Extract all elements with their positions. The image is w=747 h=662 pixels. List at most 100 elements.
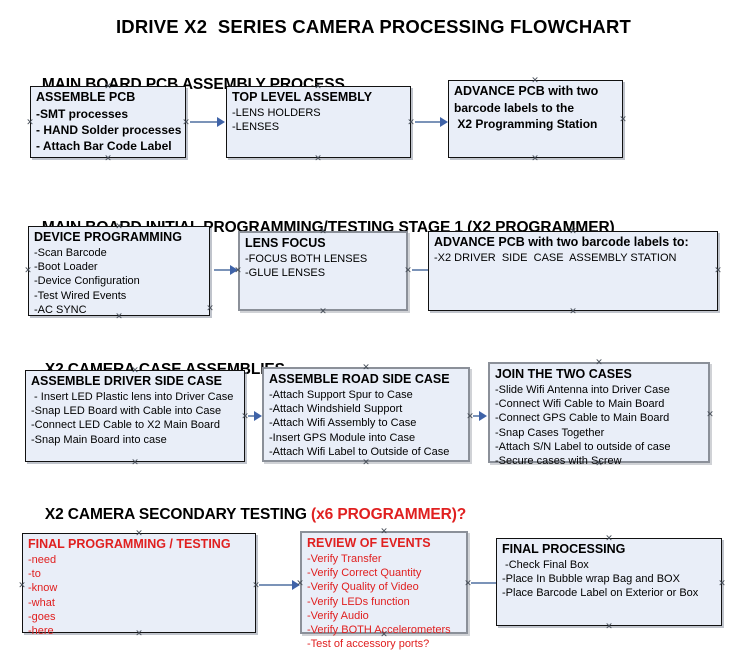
flow-node-final-programming-testing[interactable]: FINAL PROGRAMMING / TESTING -need -to -k… [22,533,256,637]
selection-handle-icon[interactable] [115,312,124,321]
flow-node-assemble-road-side-case[interactable]: ASSEMBLE ROAD SIDE CASE -Attach Support … [262,367,470,462]
flow-node-line: -know [28,582,58,595]
flow-node-line: -goes [28,610,56,623]
flow-node-title: ASSEMBLE DRIVER SIDE CASE [31,374,223,388]
arrow-shaft [259,584,292,586]
flow-node-line: -Check Final Box [502,559,589,571]
selection-handle-icon[interactable] [718,579,727,588]
arrow-head-icon [440,117,448,127]
flow-node-title: JOIN THE TWO CASES [495,367,632,381]
selection-handle-icon[interactable] [595,358,604,367]
flow-node-line: -SMT processes [36,107,129,121]
selection-handle-icon[interactable] [362,458,371,467]
selection-handle-icon[interactable] [380,630,389,639]
selection-handle-icon[interactable] [131,458,140,467]
flow-node-line: -Test Wired Events [34,289,127,302]
selection-handle-icon[interactable] [206,304,215,313]
selection-handle-icon[interactable] [605,622,614,631]
flow-node-line: -Boot Loader [34,261,98,274]
selection-handle-icon[interactable] [404,266,413,275]
selection-handle-icon[interactable] [466,412,475,421]
selection-handle-icon[interactable] [18,581,27,590]
arrow-head-icon [479,411,487,421]
flow-node-line: -Slide Wifi Antenna into Driver Case [495,384,670,396]
flow-node-line: -Attach S/N Label to outside of case [495,440,671,453]
selection-handle-icon[interactable] [362,363,371,372]
flow-node-line: -FOCUS BOTH LENSES [245,253,368,265]
flow-node-line: -Place In Bubble wrap Bag and BOX [502,573,680,586]
selection-handle-icon[interactable] [380,527,389,536]
flow-node-line: -Snap LED Board with Cable into Case [31,405,222,418]
arrow-shaft [415,121,440,123]
selection-handle-icon[interactable] [131,366,140,375]
flow-node-line: -to [28,568,41,581]
selection-handle-icon[interactable] [605,534,614,543]
selection-handle-icon[interactable] [531,76,540,85]
section-heading-text: X2 CAMERA SECONDARY TESTING [44,506,312,523]
flow-node-line: -Verify Audio [307,609,369,622]
flow-node-top-level-assembly[interactable]: TOP LEVEL ASSEMBLY -LENS HOLDERS -LENSES [226,86,411,158]
flow-node-title: ADVANCE PCB with two [454,84,599,98]
flow-node-lens-focus[interactable]: LENS FOCUS -FOCUS BOTH LENSES -GLUE LENS… [238,231,408,311]
arrow-head-icon [254,411,262,421]
selection-handle-icon[interactable] [595,459,604,468]
selection-handle-icon[interactable] [24,266,33,275]
selection-handle-icon[interactable] [104,154,113,163]
arrow-shaft [190,121,217,123]
selection-handle-icon[interactable] [26,118,35,127]
flow-node-line: -Verify Transfer [307,553,382,565]
arrow-road-side-to-join-cases [473,411,487,421]
selection-handle-icon[interactable] [252,581,261,590]
selection-handle-icon[interactable] [135,529,144,538]
selection-handle-icon[interactable] [241,412,250,421]
selection-handle-icon[interactable] [115,222,124,231]
selection-handle-icon[interactable] [531,154,540,163]
selection-handle-icon[interactable] [464,579,473,588]
selection-handle-icon[interactable] [706,410,715,419]
flow-node-advance-pcb-to-driver-side-case-assembly[interactable]: ADVANCE PCB with two barcode labels to: … [428,231,718,311]
flow-node-line: -Place Barcode Label on Exterior or Box [502,587,699,600]
selection-handle-icon[interactable] [104,82,113,91]
flow-node-line: -Verify Correct Quantity [307,567,422,580]
flow-node-line: -Attach Wifi Assembly to Case [269,417,417,430]
flow-node-line: -Attach Wifi Label to Outside of Case [269,445,450,458]
selection-handle-icon[interactable] [135,629,144,638]
selection-handle-icon[interactable] [569,307,578,316]
flow-node-title: DEVICE PROGRAMMING [34,230,182,244]
flow-node-assemble-driver-side-case[interactable]: ASSEMBLE DRIVER SIDE CASE - Insert LED P… [25,370,245,462]
selection-handle-icon[interactable] [234,266,243,275]
selection-handle-icon[interactable] [407,118,416,127]
flow-node-advance-pcb-to-x2-programming-station[interactable]: ADVANCE PCB with two barcode labels to t… [448,80,623,158]
flow-node-final-processing[interactable]: FINAL PROCESSING -Check Final Box -Place… [496,538,722,626]
flow-node-assemble-pcb[interactable]: ASSEMBLE PCB -SMT processes - HAND Solde… [30,86,186,158]
selection-handle-icon[interactable] [569,227,578,236]
flow-node-line: -Device Configuration [34,275,140,288]
flow-node-line: -Verify Quality of Video [307,581,419,594]
flow-node-line: -Test of accessory ports? [307,638,430,651]
flow-node-title: ASSEMBLE ROAD SIDE CASE [269,372,450,386]
flow-node-line: - Attach Bar Code Label [36,139,172,153]
flow-node-line: -Verify BOTH Accelerometers [307,624,451,637]
selection-handle-icon[interactable] [314,82,323,91]
flow-node-line: -Attach Support Spur to Case [269,389,413,401]
selection-handle-icon[interactable] [182,118,191,127]
flow-node-join-the-two-cases[interactable]: JOIN THE TWO CASES -Slide Wifi Antenna i… [488,362,710,467]
flow-node-device-programming[interactable]: DEVICE PROGRAMMING -Scan Barcode -Boot L… [28,226,210,316]
flow-node-review-of-events[interactable]: REVIEW OF EVENTS -Verify Transfer -Verif… [300,531,468,650]
flow-node-line: -Snap Main Board into case [31,433,167,446]
flow-node-line: barcode labels to the [454,101,575,115]
arrow-top-level-assembly-to-advance-pcb [415,117,448,127]
flow-node-line: -AC SYNC [34,303,87,316]
selection-handle-icon[interactable] [319,227,328,236]
selection-handle-icon[interactable] [714,266,723,275]
flow-node-line: -Verify LEDs function [307,595,410,608]
selection-handle-icon[interactable] [319,307,328,316]
selection-handle-icon[interactable] [296,579,305,588]
flow-node-line: -X2 DRIVER SIDE CASE ASSEMBLY STATION [434,252,677,264]
flow-node-line: -Connect GPS Cable to Main Board [495,412,670,425]
selection-handle-icon[interactable] [619,115,628,124]
flow-node-line: - HAND Solder processes [36,123,182,137]
selection-handle-icon[interactable] [314,154,323,163]
flow-node-line: -LENSES [232,121,280,134]
flow-node-line: -Scan Barcode [34,247,107,259]
